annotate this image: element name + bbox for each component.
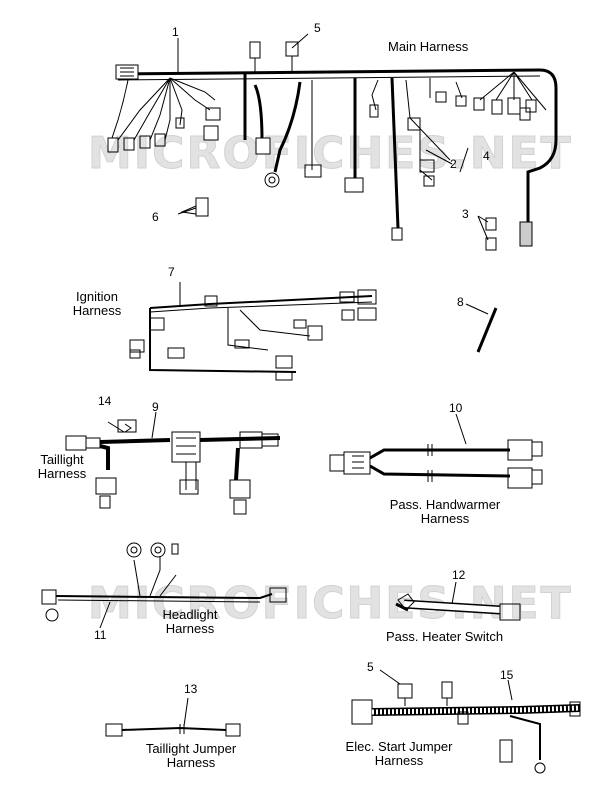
- callout-3: 3: [462, 207, 469, 221]
- caption-taillight-harness: Taillight Harness: [37, 452, 87, 481]
- item-8-leader: [465, 303, 489, 315]
- callout-1: 1: [172, 25, 179, 39]
- heater-switch-drawing: [395, 581, 521, 621]
- ignition-harness-drawing: [129, 282, 377, 381]
- callout-5: 5: [314, 21, 321, 35]
- main-harness-drawing: [107, 33, 558, 251]
- callout-13: 13: [184, 682, 198, 696]
- caption-taillight-jumper: Taillight Jumper Harness: [145, 741, 237, 770]
- caption-main-harness: Main Harness: [388, 39, 469, 54]
- caption-headlight-harness: Headlight Harness: [162, 607, 218, 636]
- caption-heater-switch: Pass. Heater Switch: [386, 629, 504, 644]
- handwarmer-harness-drawing: [329, 413, 543, 489]
- callout-7: 7: [168, 265, 175, 279]
- callout-8: 8: [457, 295, 464, 309]
- callout-9: 9: [152, 400, 159, 414]
- caption-handwarmer-harness: Pass. Handwarmer Harness: [389, 497, 501, 526]
- callout-6: 6: [152, 210, 159, 224]
- elec-start-jumper-drawing: [351, 669, 581, 774]
- caption-elec-start-jumper: Elec. Start Jumper Harness: [345, 739, 453, 768]
- callout-15: 15: [500, 668, 514, 682]
- callout-10: 10: [449, 401, 463, 415]
- callout-11: 11: [94, 628, 107, 642]
- taillight-jumper-drawing: [105, 697, 241, 737]
- callout-5-lower: 5: [367, 660, 374, 674]
- item-8-drawing: [476, 307, 498, 353]
- callout-4: 4: [483, 149, 490, 163]
- callout-14: 14: [98, 394, 112, 408]
- taillight-harness-drawing: [65, 411, 281, 515]
- headlight-harness-drawing: [41, 542, 287, 629]
- callout-12: 12: [452, 568, 466, 582]
- callout-2: 2: [450, 157, 457, 171]
- caption-ignition-harness: Ignition Harness: [72, 289, 122, 318]
